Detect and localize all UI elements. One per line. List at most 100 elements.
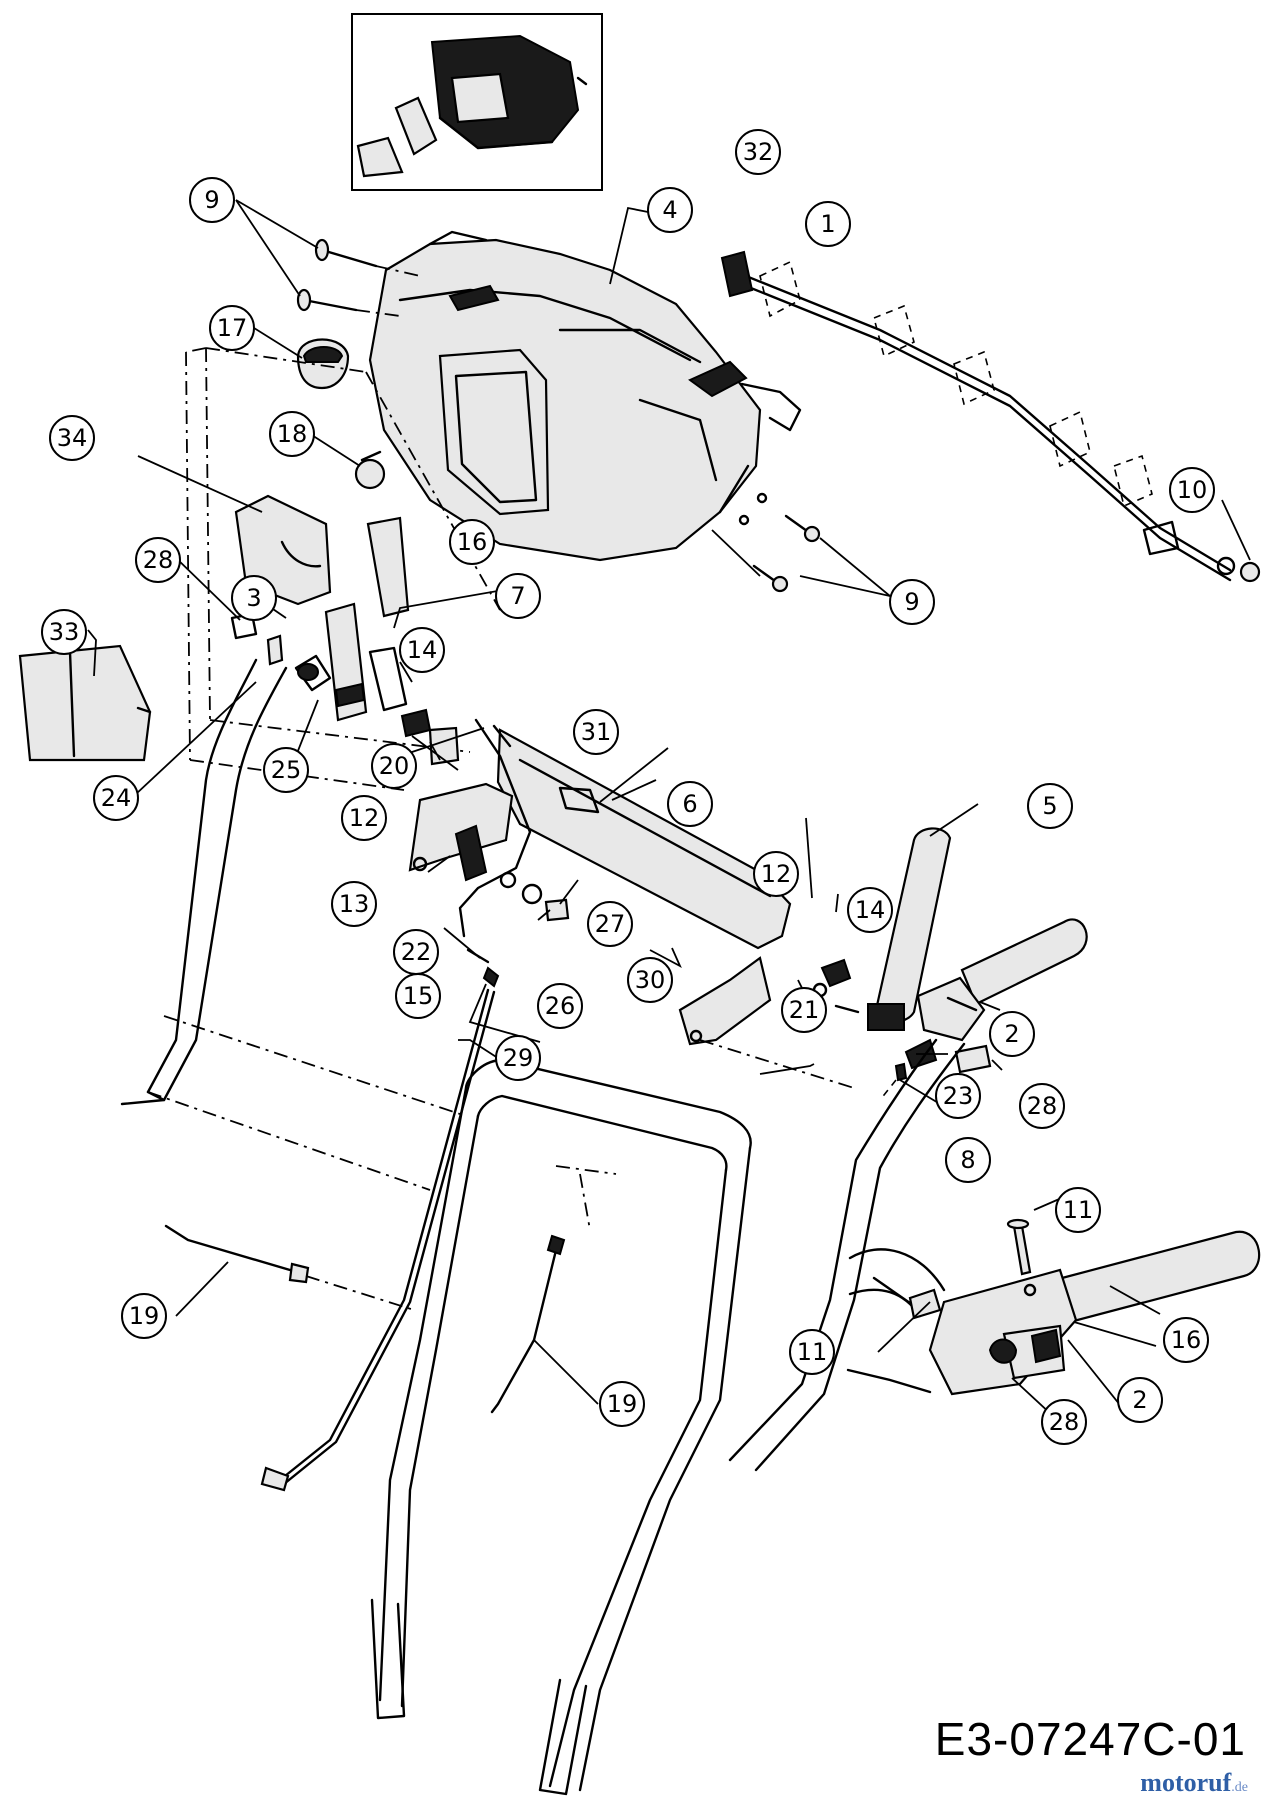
callout-28: 28 [1019,1083,1065,1129]
callout-circle [789,1329,835,1375]
callout-28: 28 [135,537,181,583]
callout-label: 12 [349,804,380,832]
callout-circle [495,573,541,619]
callout-circle [393,929,439,975]
watermark-tld: .de [1231,1780,1248,1795]
right-handle-controls [879,918,1088,1101]
callout-circle [935,1073,981,1119]
callout-label: 32 [743,138,774,166]
callout-circle [341,795,387,841]
callout-label: 33 [49,618,80,646]
callout-label: 3 [246,584,261,612]
callout-circle [121,1293,167,1339]
callout-31: 31 [573,709,619,755]
callout-label: 11 [1063,1196,1094,1224]
callout-circle [1041,1399,1087,1445]
callout-7: 7 [495,573,541,619]
callout-label: 25 [271,756,302,784]
callout-label: 14 [855,896,886,924]
callout-circle [209,305,255,351]
callout-10: 10 [1169,467,1215,513]
callout-21: 21 [781,987,827,1033]
callout-label: 6 [682,790,697,818]
callout-circle [1027,783,1073,829]
callout-circle [989,1011,1035,1057]
callout-label: 31 [581,718,612,746]
callout-24: 24 [93,775,139,821]
callout-circle [93,775,139,821]
callout-11: 11 [1055,1187,1101,1233]
callout-circle [189,177,235,223]
callout-circle [399,627,445,673]
callout-circle [495,1035,541,1081]
callout-circle [667,781,713,827]
callout-29: 29 [495,1035,541,1081]
callout-14: 14 [399,627,445,673]
callout-2: 2 [1117,1377,1163,1423]
callout-label: 28 [143,546,174,574]
callout-1: 1 [805,201,851,247]
callout-12: 12 [753,851,799,897]
callout-2: 2 [989,1011,1035,1057]
callout-circle [135,537,181,583]
callout-label: 16 [457,528,488,556]
cables-and-rods [164,988,566,1492]
callout-label: 28 [1027,1092,1058,1120]
callout-label: 24 [101,784,132,812]
inset-detail-handle [846,1218,1261,1396]
callout-label: 9 [904,588,919,616]
callout-circle [331,881,377,927]
callout-circle [1117,1377,1163,1423]
handle-frame [120,658,966,1796]
callout-circle [587,901,633,947]
callout-16: 16 [1163,1317,1209,1363]
callout-30: 30 [627,957,673,1003]
callout-label: 2 [1004,1020,1019,1048]
grip-5 [867,827,952,1031]
callout-circle [1019,1083,1065,1129]
callout-circle [371,743,417,789]
callout-label: 13 [339,890,370,918]
callout-22: 22 [393,929,439,975]
leader-lines [87,199,1251,1429]
drawing-code: E3-07247C-01 [934,1713,1246,1765]
callout-layer: 1223456789910111112121314141516161718191… [41,129,1215,1445]
callout-label: 30 [635,966,666,994]
callout-label: 16 [1171,1326,1202,1354]
callout-17: 17 [209,305,255,351]
callout-label: 12 [761,860,792,888]
callout-circle [805,201,851,247]
callout-8: 8 [945,1137,991,1183]
callout-label: 14 [407,636,438,664]
callout-14: 14 [847,887,893,933]
callout-26: 26 [537,983,583,1029]
callout-label: 2 [1132,1386,1147,1414]
callout-label: 22 [401,938,432,966]
knob-17-18 [296,338,386,490]
callout-circle [627,957,673,1003]
callout-20: 20 [371,743,417,789]
callout-16: 16 [449,519,495,565]
callout-15: 15 [395,973,441,1019]
callout-label: 23 [943,1082,974,1110]
callout-19: 19 [121,1293,167,1339]
callout-circle [1055,1187,1101,1233]
callout-circle [537,983,583,1029]
callout-circle [753,851,799,897]
callout-label: 28 [1049,1408,1080,1436]
callout-circle [599,1381,645,1427]
callout-label: 8 [960,1146,975,1174]
callout-circle [269,411,315,457]
callout-label: 18 [277,420,308,448]
callout-11: 11 [789,1329,835,1375]
callout-label: 11 [797,1338,828,1366]
callout-19: 19 [599,1381,645,1427]
callout-circle [847,887,893,933]
callout-9: 9 [189,177,235,223]
callout-label: 4 [662,196,677,224]
callout-label: 9 [204,186,219,214]
callout-circle [263,747,309,793]
callout-13: 13 [331,881,377,927]
